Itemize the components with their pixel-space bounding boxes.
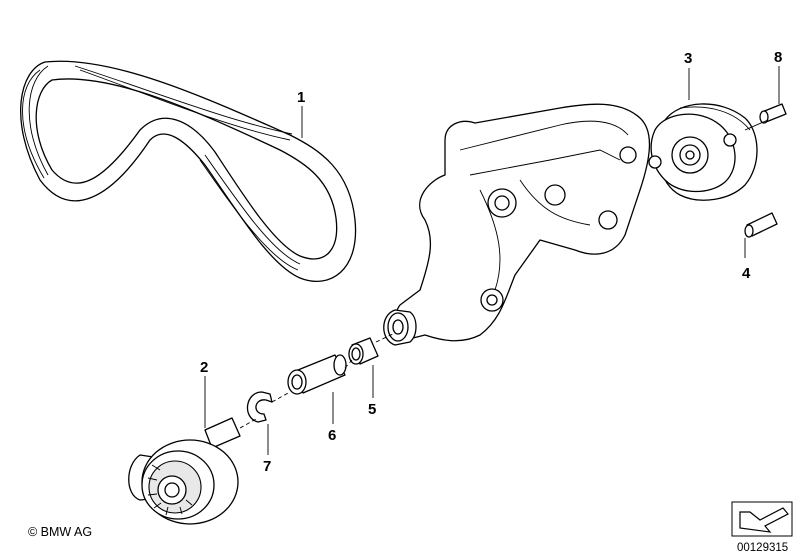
- copyright-notice: © BMW AG: [28, 525, 93, 539]
- bolt-8: [744, 103, 787, 131]
- engine-bracket: [383, 103, 651, 346]
- image-number: 00129315: [737, 542, 789, 554]
- direction-arrow-icon: [731, 501, 793, 537]
- callout-7: 7: [263, 458, 271, 475]
- tensioner: [648, 103, 758, 201]
- sleeve-6: [287, 354, 347, 395]
- idler-pulley: [128, 417, 241, 525]
- callout-4: 4: [742, 265, 751, 282]
- leader-lines: [204, 66, 780, 455]
- callout-5: 5: [368, 401, 376, 418]
- callout-8: 8: [774, 49, 782, 66]
- bolt-4: [744, 212, 778, 238]
- circlip-7: [246, 391, 273, 423]
- callout-2: 2: [200, 359, 208, 376]
- callout-6: 6: [328, 427, 336, 444]
- callout-3: 3: [684, 50, 692, 67]
- bushing-5: [348, 337, 379, 365]
- callout-1: 1: [297, 89, 305, 106]
- drive-belt: [20, 60, 357, 283]
